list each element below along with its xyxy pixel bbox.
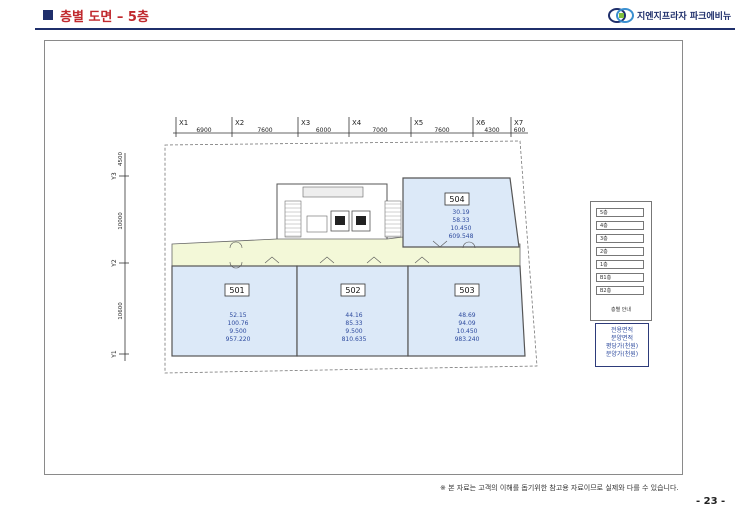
- legend-floor-item: 2층: [596, 247, 644, 256]
- legend-floor-item: B2층: [596, 286, 644, 295]
- page-header: 층별 도면 – 5층 지엔지프라자 파크에비뉴: [0, 0, 740, 30]
- unit-number-box: [224, 283, 250, 297]
- unit-value: 9.500: [229, 328, 246, 335]
- unit-number: 504: [449, 195, 464, 204]
- grid-span-label: 7000: [372, 127, 387, 134]
- unit-number: 501: [229, 286, 244, 295]
- brand-logo-icon: [608, 8, 634, 23]
- grid-row-span-label: 10600: [118, 302, 124, 320]
- grid-column-label: X3: [301, 119, 310, 127]
- area-legend-line: 전용면적: [610, 327, 634, 334]
- grid-column-label: X5: [414, 119, 423, 127]
- unit-number: 502: [345, 286, 360, 295]
- floor-plan-drawing: X1 X2 X3 X4 X5 X6 X7 6900 7600 6000 7000 7600 4300 60…: [111, 117, 538, 374]
- area-legend-line: 분양면적: [610, 335, 634, 342]
- unit-value: 30.19: [452, 209, 469, 216]
- unit-number-box: [444, 192, 470, 206]
- legend-floor-item: 3층: [596, 234, 644, 243]
- grid-row-span-label: 10000: [118, 212, 124, 230]
- grid-span-label: 7600: [257, 127, 272, 134]
- grid-span-label: 600: [514, 127, 526, 134]
- grid-span-label: 6900: [196, 127, 211, 134]
- unit-number-box: [454, 283, 480, 297]
- unit-value: 10.450: [457, 328, 478, 335]
- title-bullet-icon: [43, 10, 53, 20]
- grid-column-label: X7: [514, 119, 523, 127]
- legend-floor-item: 1층: [596, 260, 644, 269]
- unit-value: 52.15: [229, 312, 246, 319]
- page-title: 층별 도면 – 5층: [60, 10, 149, 25]
- unit-value: 48.69: [458, 312, 475, 319]
- area-legend-line: 평당가(천원): [605, 343, 639, 350]
- legend-floor-item: B1층: [596, 273, 644, 282]
- floor-legend-title: 층별 안내: [611, 307, 631, 313]
- grid-span-label: 6000: [316, 127, 331, 134]
- unit-number-box: [340, 283, 366, 297]
- grid-row-label: Y3: [111, 172, 118, 181]
- grid-column-label: X1: [179, 119, 188, 127]
- legend-floor-item: 5층: [596, 208, 644, 217]
- header-rule: [35, 28, 735, 30]
- area-legend-line: 분양가(천원): [605, 351, 639, 358]
- brand-name: 지엔지프라자 파크에비뉴: [637, 12, 732, 22]
- floor-legend: 5층 4층 3층 2층 1층 B1층 B2층 층별 안내: [590, 201, 652, 321]
- unit-number: 503: [459, 286, 474, 295]
- disclaimer-note: ※ 본 자료는 고객의 이해를 돕기위한 참고용 자료이므로 실제와 다를 수 …: [440, 484, 679, 492]
- grid-span-label: 4300: [484, 127, 499, 134]
- unit-value: 983.240: [455, 336, 480, 343]
- unit-value: 58.33: [452, 217, 469, 224]
- unit-value: 957.220: [226, 336, 251, 343]
- grid-column-label: X2: [235, 119, 244, 127]
- unit-value: 100.76: [228, 320, 249, 327]
- grid-row-label: Y1: [111, 350, 118, 359]
- grid-span-label: 7600: [434, 127, 449, 134]
- unit-value: 810.635: [342, 336, 367, 343]
- grid-row-span-label: 4500: [118, 152, 124, 166]
- unit-value: 10.450: [451, 225, 472, 232]
- unit-value: 609.548: [449, 233, 474, 240]
- grid-row-label: Y2: [111, 259, 118, 268]
- floor-plan-frame: X1 X2 X3 X4 X5 X6 X7 6900 7600 6000 7000 7600 4300 60…: [44, 40, 683, 475]
- grid-column-label: X4: [352, 119, 362, 127]
- legend-floor-item: 4층: [596, 221, 644, 230]
- unit-value: 85.33: [345, 320, 362, 327]
- brand-logo: 지엔지프라자 파크에비뉴: [608, 8, 731, 23]
- grid-column-label: X6: [476, 119, 486, 127]
- unit-value: 44.16: [345, 312, 362, 319]
- page-number: - 23 -: [696, 496, 726, 507]
- unit-value: 94.09: [458, 320, 475, 327]
- unit-value: 9.500: [345, 328, 362, 335]
